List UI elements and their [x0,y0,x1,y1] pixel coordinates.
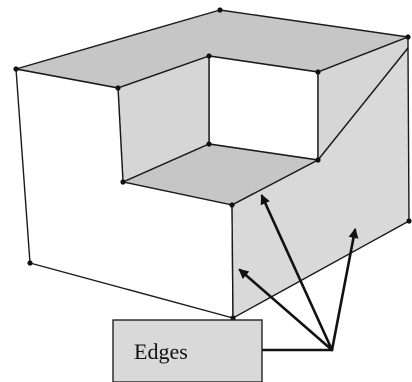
vertex-dot [230,315,236,321]
vertex-dot [405,34,411,40]
vertex-dot [206,53,212,59]
edges-label-box [112,319,263,382]
vertex-dot [406,218,412,224]
vertices [13,7,412,321]
arrow-to-vertical-edge [238,268,334,352]
arrow-to-right-edge [330,228,359,352]
edges-label: Edges [134,339,188,364]
vertex-dot [206,141,212,147]
vertex-dot [27,260,33,266]
vertex-dot [315,157,321,163]
vertex-dot [120,179,126,185]
vertex-dot [13,66,19,72]
right-face [231,47,410,319]
edge-arrows [238,194,359,352]
vertex-dot [315,69,321,75]
arrow-to-step-edge [260,194,334,352]
vertex-dot [229,202,235,208]
inner-back-wall [208,55,319,161]
vertex-dot [217,7,223,13]
vertex-dot [115,85,121,91]
